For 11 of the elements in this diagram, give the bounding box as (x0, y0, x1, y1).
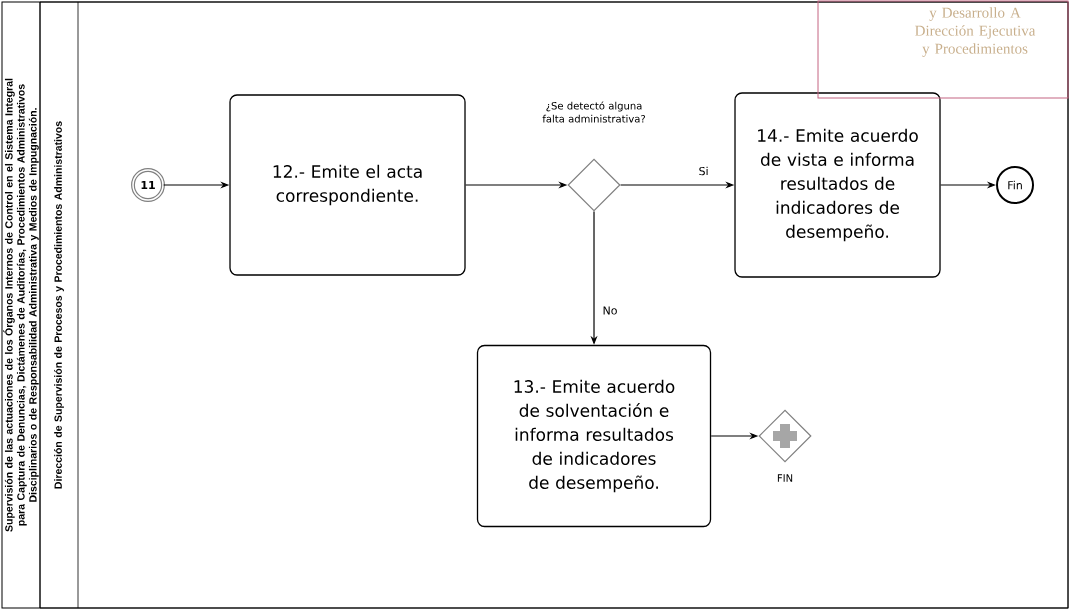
edge-label: Si (699, 166, 708, 176)
edge-label: No (603, 306, 617, 315)
question-label: ¿Se detectó alguna falta administrativa? (542, 101, 645, 123)
gateway-label: FIN (777, 474, 793, 482)
decision-diamond (567, 158, 621, 212)
end-event: Fin (996, 166, 1034, 204)
parallel-gateway (758, 409, 812, 463)
task-box: 12.- Emite el acta correspondiente. (229, 94, 466, 276)
start-event: 11 (131, 168, 165, 202)
task-box: 13.- Emite acuerdo de solventación e informa resultados de indicadores de desempeño. (476, 344, 712, 528)
task-box: 14.- Emite acuerdo de vista e informa resultados de indicadores de desempeño. (734, 92, 941, 278)
